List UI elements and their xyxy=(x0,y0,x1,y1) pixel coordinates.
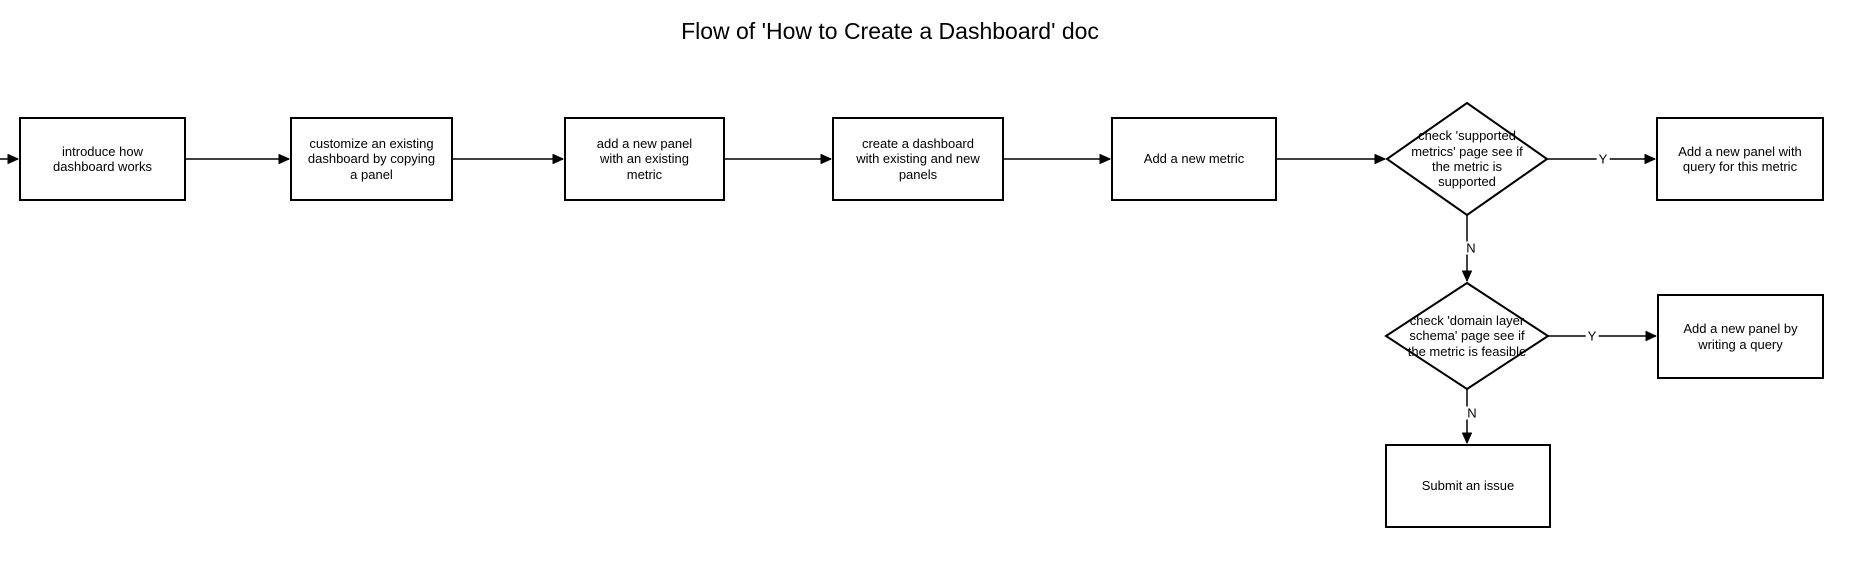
edge-label-supported-no: N xyxy=(1464,240,1478,256)
node-label-create-dashboard: create a dashboard with existing and new… xyxy=(856,136,980,182)
node-shape-add-panel-writing-query xyxy=(1657,294,1824,379)
node-label-check-supported-metrics: check 'supported metrics' page see if th… xyxy=(1411,128,1523,190)
node-label-add-panel-existing-metric: add a new panel with an existing metric xyxy=(596,136,693,182)
node-shape-customize-existing-dashboard xyxy=(290,117,453,201)
node-shape-submit-issue xyxy=(1385,444,1551,528)
node-label-check-domain-layer-schema: check 'domain layer schema' page see if … xyxy=(1407,313,1527,359)
edge-label-schema-no: N xyxy=(1465,405,1479,421)
node-shape-add-new-metric xyxy=(1111,117,1277,201)
node-label-add-panel-writing-query: Add a new panel by writing a query xyxy=(1683,321,1798,352)
node-shape-create-dashboard xyxy=(832,117,1004,201)
node-label-introduce-how-dashboard-works: introduce how dashboard works xyxy=(53,143,152,174)
node-label-submit-issue: Submit an issue xyxy=(1421,478,1515,494)
node-shape-add-panel-existing-metric xyxy=(564,117,725,201)
edge-label-supported-yes: Y xyxy=(1596,151,1610,167)
node-label-add-new-metric: Add a new metric xyxy=(1143,151,1245,167)
edge-label-schema-yes: Y xyxy=(1585,328,1599,344)
node-label-customize-existing-dashboard: customize an existing dashboard by copyi… xyxy=(307,136,436,182)
diagram-title: Flow of 'How to Create a Dashboard' doc xyxy=(681,18,1099,44)
node-label-add-panel-query-metric: Add a new panel with query for this metr… xyxy=(1678,143,1802,174)
node-shape-add-panel-query-metric xyxy=(1656,117,1824,201)
node-shape-introduce-how-dashboard-works xyxy=(19,117,186,201)
